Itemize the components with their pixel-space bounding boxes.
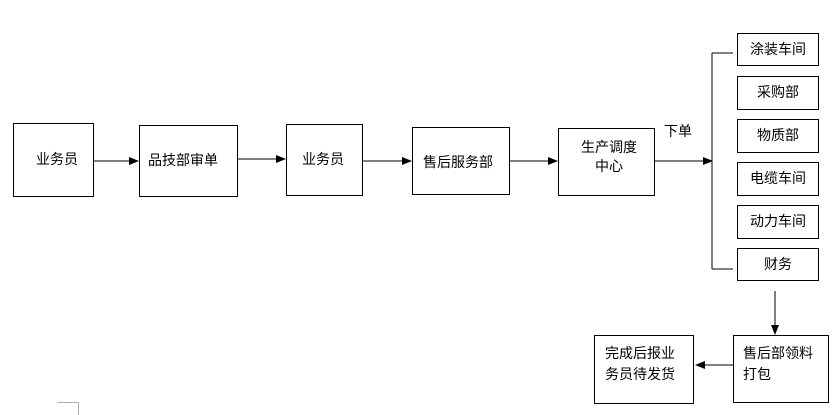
target-label: 物质部 [757, 128, 799, 144]
target-label: 财务 [764, 256, 792, 273]
target-power-workshop: 动力车间 [737, 205, 819, 239]
node-quality-review: 品技部审单 [139, 125, 238, 197]
node-label: 售后部领料 打包 [743, 346, 813, 383]
node-packing: 售后部领料 打包 [733, 335, 829, 403]
target-purchasing: 采购部 [737, 76, 819, 110]
node-label: 业务员 [302, 152, 344, 168]
page-corner-mark [57, 402, 79, 415]
dispatch-label: 下单 [664, 124, 692, 140]
target-label: 电缆车间 [750, 171, 806, 187]
node-label: 品技部审单 [148, 153, 218, 169]
node-label: 业务员 [36, 152, 78, 168]
node-label: 生产调度 中心 [581, 140, 637, 175]
node-salesperson-2: 业务员 [286, 124, 363, 196]
node-salesperson-1: 业务员 [13, 123, 94, 197]
node-after-sales: 售后服务部 [412, 127, 510, 195]
node-production-dispatch: 生产调度 中心 [558, 128, 655, 196]
target-label: 涂装车间 [750, 41, 806, 58]
node-final: 完成后报业 务员待发货 [594, 335, 694, 404]
target-materials: 物质部 [737, 119, 819, 153]
target-label: 动力车间 [750, 214, 806, 230]
node-label: 完成后报业 务员待发货 [605, 346, 675, 383]
target-finance: 财务 [737, 248, 819, 281]
target-cable-workshop: 电缆车间 [737, 162, 819, 196]
target-label: 采购部 [757, 85, 799, 101]
node-label: 售后服务部 [423, 155, 493, 171]
target-painting-workshop: 涂装车间 [737, 33, 819, 66]
bracket [711, 52, 733, 270]
